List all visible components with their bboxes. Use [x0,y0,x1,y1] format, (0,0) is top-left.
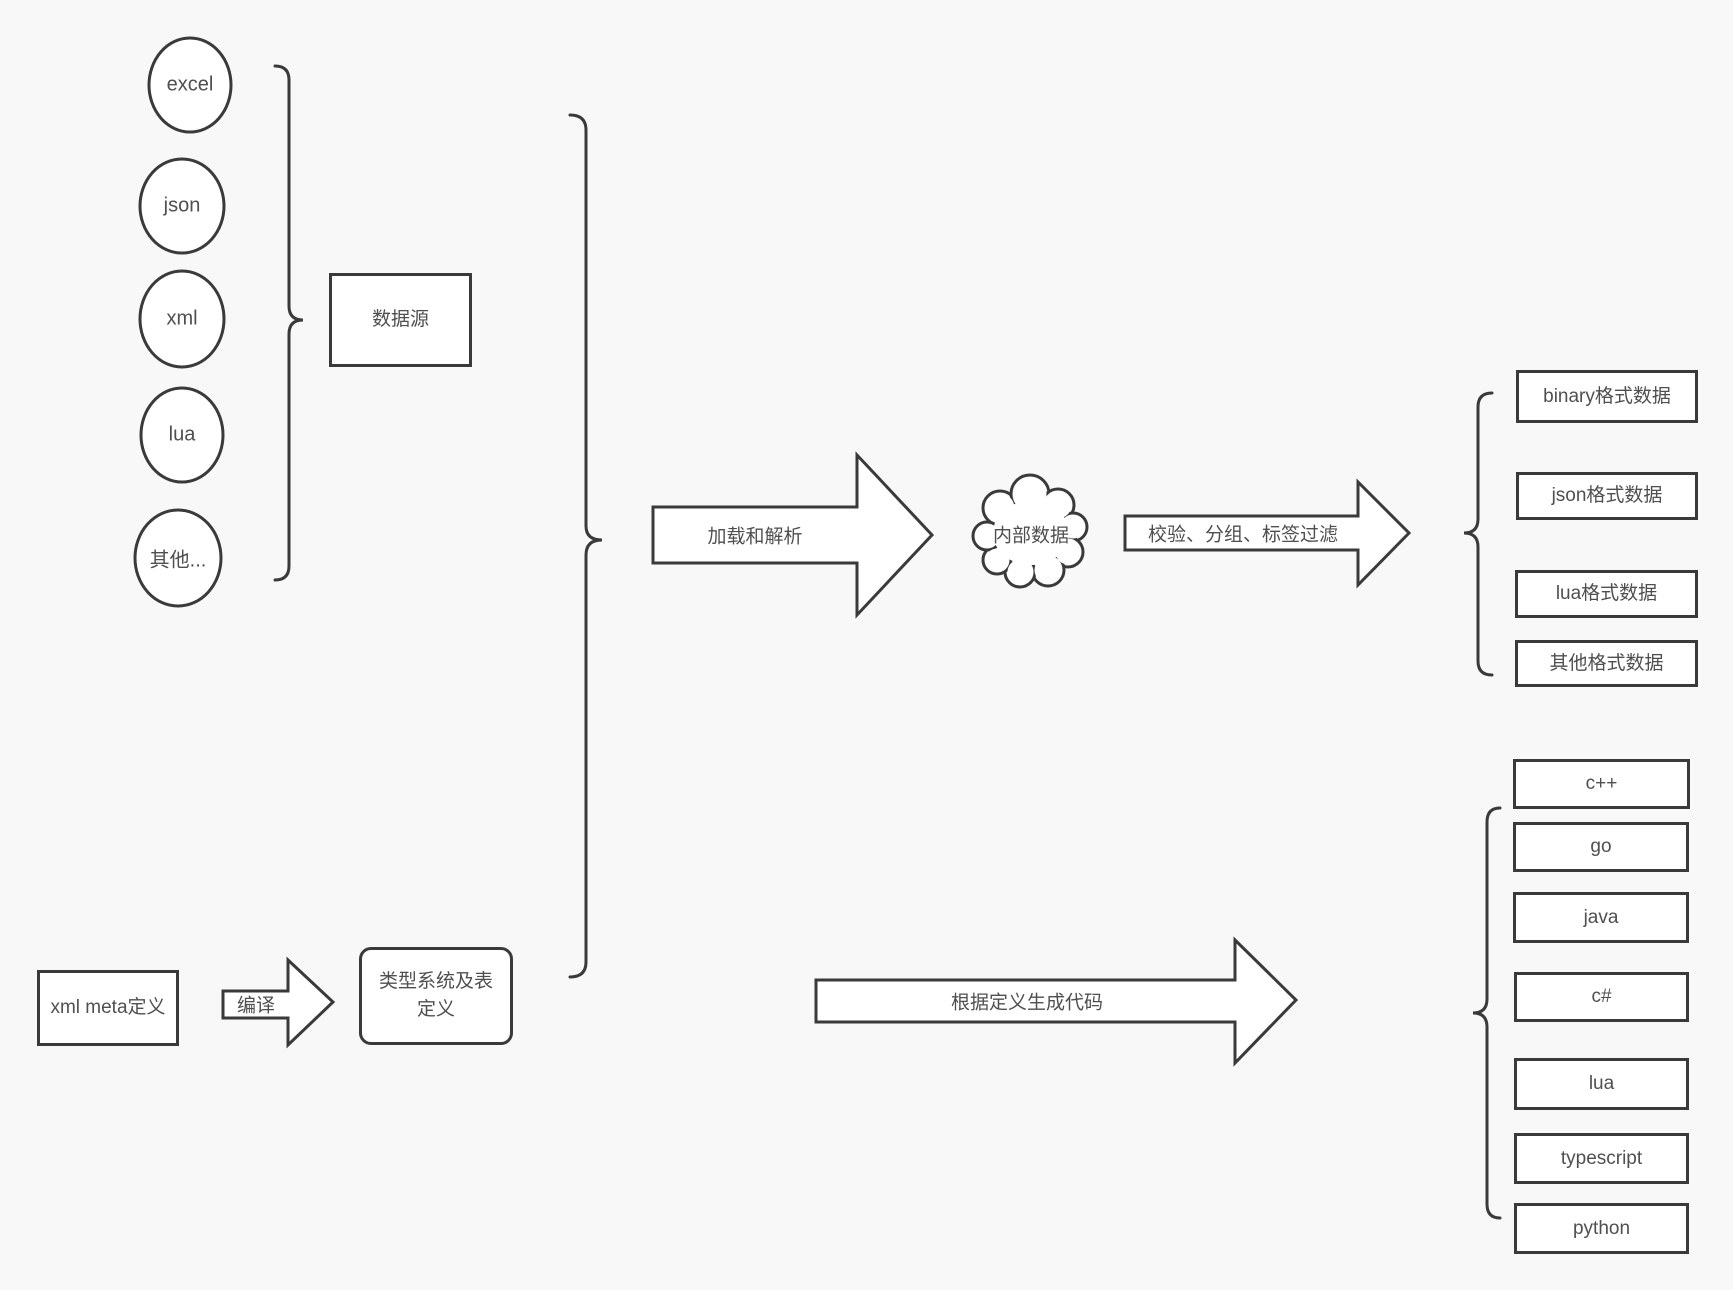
language-box-typescript: typescript [1514,1133,1689,1184]
languages-group-brace [1472,806,1502,1220]
load-parse-arrow [651,451,935,619]
compile-arrow [221,956,336,1049]
data-source-box-label: 数据源 [371,309,429,331]
codegen-arrow [814,936,1299,1067]
format-box-lua-label: lua格式数据 [1555,583,1658,605]
source-label-json: json [163,194,201,217]
language-box-csharp-label: c# [1591,986,1612,1008]
type-system-box-label: 类型系统及表定义 [378,971,493,1020]
language-box-go: go [1513,822,1689,872]
json-ellipse [138,157,226,255]
internal-data-label: 内部数据 [992,525,1070,547]
language-box-go-label: go [1590,836,1612,858]
xml-meta-box: xml meta定义 [37,970,179,1046]
source-label-xml: xml [166,307,198,330]
language-box-typescript-label: typescript [1560,1147,1643,1169]
language-box-cpp-label: c++ [1585,773,1618,795]
format-box-json-label: json格式数据 [1551,485,1663,507]
format-box-json: json格式数据 [1516,472,1698,520]
format-box-other: 其他格式数据 [1515,640,1698,687]
sources-group-brace [273,64,304,582]
lua-ellipse [139,386,225,484]
data-source-box: 数据源 [329,273,472,367]
language-box-java: java [1513,892,1689,943]
internal-data-cloud [971,473,1089,589]
load-parse-arrow-label: 加载和解析 [707,526,803,548]
format-box-lua: lua格式数据 [1515,570,1698,618]
language-box-cpp: c++ [1513,759,1690,809]
format-box-other-label: 其他格式数据 [1549,652,1664,674]
filter-arrow-label: 校验、分组、标签过滤 [1147,524,1339,546]
language-box-java-label: java [1583,906,1619,928]
xml-ellipse [138,269,226,369]
source-label-excel: excel [166,73,214,96]
filter-arrow [1123,478,1412,589]
formats-group-brace [1463,391,1494,677]
xml-meta-box-label: xml meta定义 [50,997,166,1019]
format-box-binary: binary格式数据 [1516,370,1698,423]
language-box-python-label: python [1572,1217,1631,1239]
format-box-binary-label: binary格式数据 [1543,385,1671,407]
excel-ellipse [147,36,233,134]
other-ellipse [133,508,223,608]
compile-arrow-label: 编译 [236,995,276,1017]
source-label-other: 其他... [149,549,207,572]
codegen-arrow-label: 根据定义生成代码 [950,992,1104,1014]
type-system-box: 类型系统及表定义 [359,947,513,1045]
source-label-lua: lua [168,423,196,446]
language-box-lua: lua [1514,1058,1689,1110]
language-box-lua-label: lua [1588,1073,1615,1095]
language-box-python: python [1514,1203,1689,1254]
left-side-big-brace [568,113,603,979]
language-box-csharp: c# [1514,972,1689,1022]
